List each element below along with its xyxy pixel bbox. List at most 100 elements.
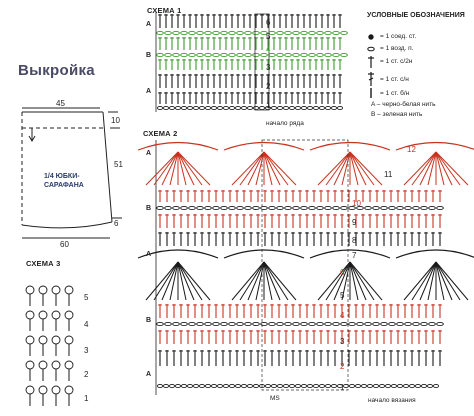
scheme2-arch bbox=[137, 141, 219, 151]
scheme1-chain bbox=[252, 30, 260, 36]
scheme1-chain bbox=[229, 105, 235, 111]
scheme2-fan-stitch bbox=[161, 151, 179, 186]
scheme2-chain bbox=[265, 383, 271, 389]
scheme2-fan-stitch bbox=[263, 151, 281, 186]
scheme1-chain bbox=[308, 52, 316, 58]
scheme1-row-number: 3 bbox=[266, 63, 271, 72]
scheme2-chain bbox=[276, 321, 284, 327]
scheme2-chain bbox=[212, 205, 220, 211]
scheme2-fan-stitch bbox=[263, 261, 289, 301]
scheme2-chain bbox=[356, 205, 364, 211]
scheme2-chain bbox=[277, 383, 283, 389]
scheme1-row-number: 6 bbox=[266, 18, 271, 27]
scheme2-chain bbox=[397, 383, 403, 389]
scheme2-chain bbox=[283, 383, 289, 389]
scheme2-chain bbox=[212, 321, 220, 327]
scheme2-arch bbox=[395, 141, 474, 151]
scheme1-chain bbox=[247, 105, 253, 111]
scheme2-chain bbox=[340, 321, 348, 327]
legend-item-text: = 1 ст. с/н bbox=[380, 76, 409, 83]
scheme1-chain bbox=[220, 52, 228, 58]
scheme2-chain bbox=[404, 321, 412, 327]
slip-stitch-icon bbox=[368, 34, 374, 40]
scheme1-chain bbox=[164, 30, 172, 36]
scheme2-fan-stitch bbox=[349, 151, 359, 186]
scheme2-chain bbox=[421, 383, 427, 389]
scheme2-chain bbox=[300, 205, 308, 211]
scheme3-ring bbox=[25, 310, 35, 320]
scheme3-ring bbox=[51, 335, 61, 345]
scheme1-chain bbox=[172, 52, 180, 58]
scheme1-chain bbox=[284, 30, 292, 36]
scheme2-chain bbox=[404, 205, 412, 211]
scheme2-chain bbox=[428, 321, 436, 327]
scheme1-chain bbox=[180, 30, 188, 36]
scheme2-fan-stitch bbox=[177, 151, 187, 186]
scheme2-chain bbox=[204, 205, 212, 211]
scheme2-chain bbox=[412, 321, 420, 327]
scheme1-chain bbox=[276, 52, 284, 58]
scheme1-chain bbox=[196, 52, 204, 58]
scheme2-chain bbox=[220, 205, 228, 211]
scheme1-chain bbox=[236, 30, 244, 36]
scheme1-chain bbox=[271, 105, 277, 111]
scheme2-chain bbox=[349, 383, 355, 389]
scheme2-chain bbox=[385, 383, 391, 389]
scheme1-chain bbox=[283, 105, 289, 111]
scheme1-chain bbox=[188, 52, 196, 58]
scheme2-fan-stitch bbox=[255, 261, 265, 301]
scheme2-row-number: 10 bbox=[352, 199, 361, 208]
scheme2-chain bbox=[172, 205, 180, 211]
scheme2-chain bbox=[228, 321, 236, 327]
scheme2-fan-stitch bbox=[177, 151, 211, 186]
scheme3-ring bbox=[25, 385, 35, 395]
scheme1-chain bbox=[180, 52, 188, 58]
legend-title: УСЛОВНЫЕ ОБОЗНАЧЕНИЯ bbox=[367, 12, 465, 19]
scheme2-arch bbox=[309, 249, 391, 259]
scheme2-chain bbox=[412, 205, 420, 211]
scheme3-row-number: 5 bbox=[84, 293, 89, 302]
half-double-crochet-icon bbox=[368, 56, 374, 68]
scheme2-chain bbox=[324, 321, 332, 327]
scheme1-chain bbox=[211, 105, 217, 111]
scheme2-fan-stitch bbox=[419, 261, 437, 301]
right-side-edge bbox=[102, 111, 113, 223]
scheme2-chart bbox=[137, 139, 474, 395]
scheme1-chain bbox=[175, 105, 181, 111]
legend-item-text: = 1 соед. ст. bbox=[380, 33, 417, 40]
scheme2-chain bbox=[172, 321, 180, 327]
scheme2-chain bbox=[223, 383, 229, 389]
scheme2-chain bbox=[300, 321, 308, 327]
scheme2-fan-stitch bbox=[177, 261, 187, 301]
scheme1-chain bbox=[292, 30, 300, 36]
scheme1-chain bbox=[169, 105, 175, 111]
scheme2-chain bbox=[364, 321, 372, 327]
scheme2-fan-stitch bbox=[145, 261, 179, 301]
scheme2-row-label: A bbox=[146, 251, 152, 258]
scheme2-chain bbox=[217, 383, 223, 389]
scheme2-row-label: B bbox=[146, 317, 152, 324]
scheme1-chain bbox=[204, 52, 212, 58]
scheme1-chain bbox=[260, 52, 268, 58]
scheme2-fan-stitch bbox=[325, 151, 351, 186]
top-width-label: 45 bbox=[56, 99, 65, 108]
scheme1-chain bbox=[340, 52, 348, 58]
legend-item-text: = 1 ст. б/н bbox=[380, 90, 410, 97]
scheme2-chain bbox=[428, 205, 436, 211]
scheme2-fan-stitch bbox=[349, 261, 359, 301]
scheme2-fan-stitch bbox=[153, 151, 179, 186]
scheme2-chain bbox=[157, 383, 163, 389]
scheme2-chain bbox=[295, 383, 301, 389]
scheme2-repeat-box bbox=[261, 139, 349, 391]
scheme2-fan-stitch bbox=[341, 151, 351, 186]
scheme2-chain bbox=[241, 383, 247, 389]
scheme2-start-label: начало вязания bbox=[368, 397, 416, 404]
scheme2-chain bbox=[340, 205, 348, 211]
scheme1-chain bbox=[220, 30, 228, 36]
scheme2-chain bbox=[433, 383, 439, 389]
scheme2-chain bbox=[199, 383, 205, 389]
scheme2-fan-stitch bbox=[435, 261, 445, 301]
scheme2-fan-stitch bbox=[427, 151, 437, 186]
scheme1-chain bbox=[300, 30, 308, 36]
side-main-label: 51 bbox=[114, 160, 123, 169]
